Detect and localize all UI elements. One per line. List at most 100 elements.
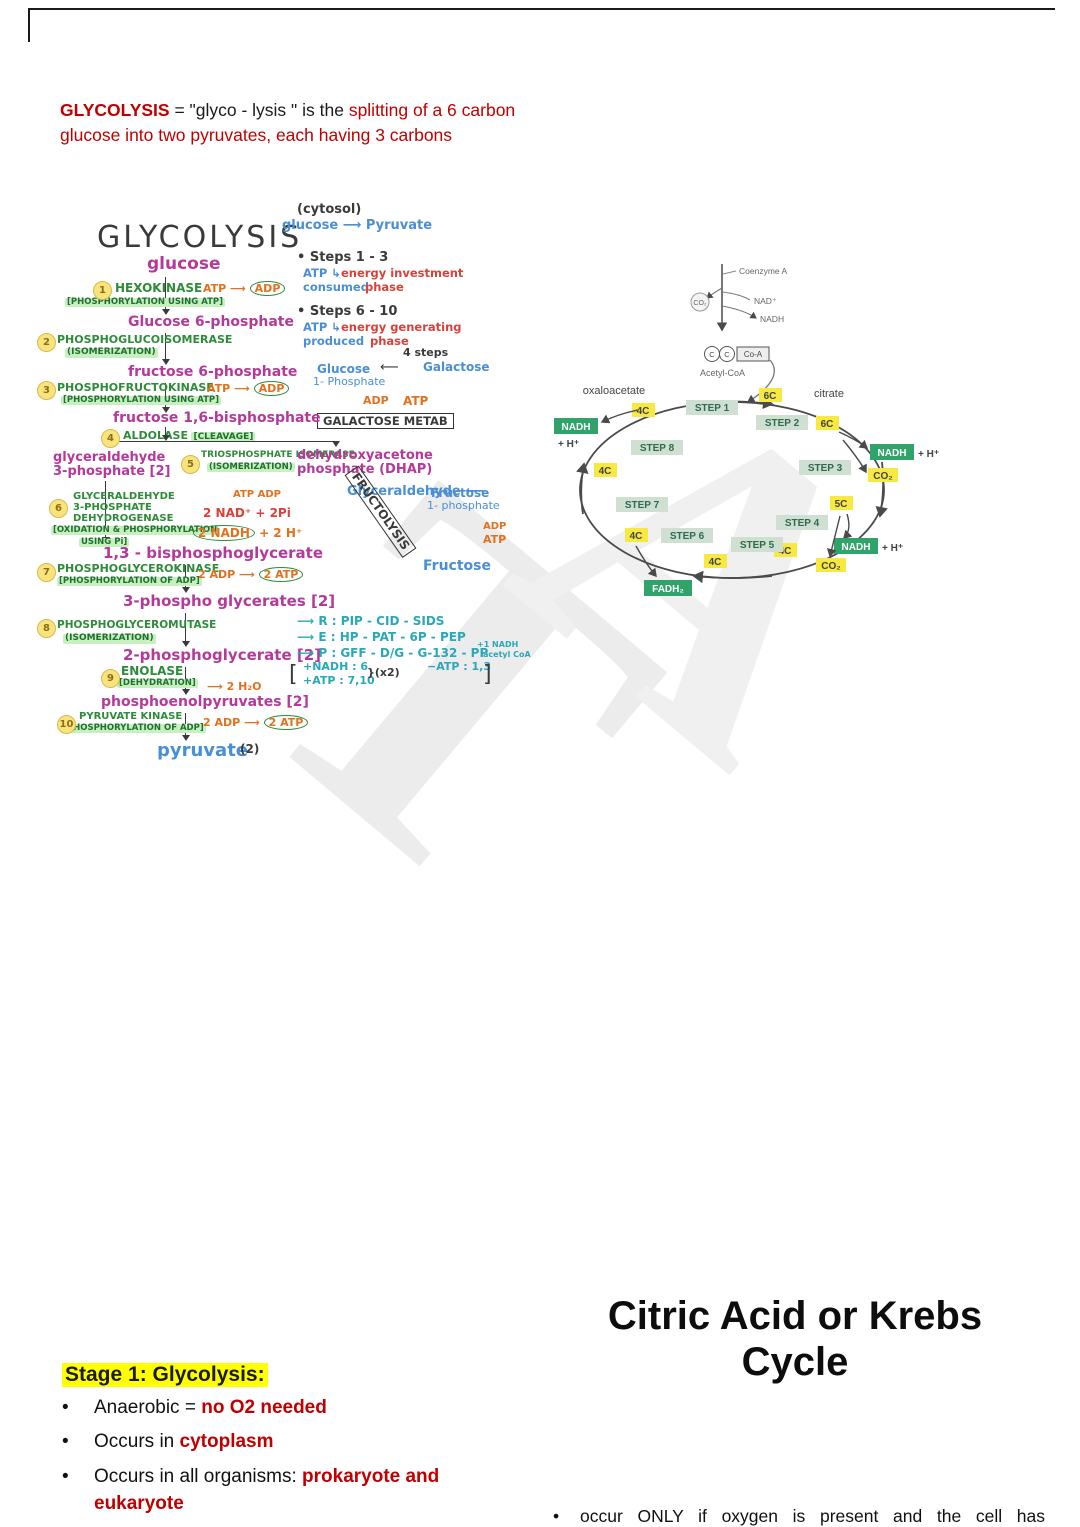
enzyme-phosphoglucoisomerase: PHOSPHOGLUCOISOMERASE [57,332,233,346]
svg-text:4C: 4C [637,406,650,417]
svg-text:6C: 6C [764,391,777,402]
mnemonic-e: ⟶ E : HP - PAT - 6P - PEP [297,629,466,644]
svg-text:STEP 5: STEP 5 [740,540,775,551]
enzyme-phosphoglycerokinase-sub: [PHOSPHORYLATION OF ADP] [57,575,202,587]
metabolite-pyruvate: pyruvate [157,739,249,761]
stage1-bullet-2: •Occurs in cytoplasm [62,1431,274,1453]
page-title: Citric Acid or Krebs Cycle [607,1294,983,1385]
stage1-heading: Stage 1: Glycolysis: [62,1362,268,1387]
enzyme-g3p-dehydrogenase: GLYCERALDEHYDE [73,490,175,502]
enzyme-g3p-dehydrogenase-l2: 3-PHOSPHATE [73,501,152,513]
flow-line [331,440,340,447]
enzyme-triosphosphate-isomerase: TRIOSPHOSPHATE ISOMERASE [201,449,355,460]
tally-close: ] [483,661,492,687]
step-number-8: 8 [37,618,56,638]
metabolite-pep: phosphoenolpyruvates [2] [101,693,309,710]
metabolite-dhap: dehydroxyacetone [297,447,433,463]
acetyl-coa-group: C C Co-A Acetyl-CoA [700,346,775,403]
stage1-bullet-1: •Anaerobic = no O2 needed [62,1396,327,1418]
note-phase2: phase [370,333,409,348]
cofactor-2nad: 2 NAD⁺ + 2Pi [203,505,291,520]
svg-text:Co-A: Co-A [744,350,763,359]
tally-atp: +ATP : 7,10 [303,673,375,687]
enzyme-phosphoglyceromutase: PHOSPHOGLYCEROMUTASE [57,618,217,631]
step-number-7: 7 [37,562,56,582]
svg-text:6C: 6C [821,419,834,430]
flow-line [161,426,170,441]
mnemonic-r: ⟶ R : PIP - CID - SIDS [297,613,445,628]
metabolite-3pg: 3-phospho glycerates [2] [123,591,336,610]
flow-line [181,612,190,647]
pyruvate-count: (2) [240,741,260,756]
svg-text:FADH₂: FADH₂ [652,584,684,595]
svg-text:STEP 1: STEP 1 [695,403,730,414]
note-consumed: consumed [303,279,369,294]
step-number-9: 9 [101,668,120,688]
step-number-3: 3 [37,380,56,400]
label-acetyl-coa: Acetyl-CoA [700,368,745,378]
adp-atp-10: 2 ADP ⟶ 2 ATP [203,714,309,730]
glycolysis-intro: GLYCOLYSIS = "glyco - lysis " is the spl… [60,98,534,149]
metabolite-glucose: glucose [147,253,221,274]
enzyme-phosphoglyceromutase-sub: (ISOMERIZATION) [63,632,156,644]
note-cytosol: (cytosol) [297,201,362,217]
atp-adp-small: ATP ADP [233,488,281,500]
enzyme-hexokinase: HEXOKINASE [115,280,203,295]
water-out: ⟶ 2 H₂O [207,679,262,693]
stage1-bullet-3: •Occurs in all organisms: prokaryote and… [62,1465,440,1515]
atp-arrow: ATP ⟶ [203,281,246,295]
enzyme-enolase: ENOLASE [121,663,184,678]
note-atp3: ATP [403,393,429,408]
note-glucose-1p: Glucose [317,361,371,376]
enzyme-g3p-dehydrogenase-l3: DEHYDROGENASE [73,512,174,524]
intro-mid: = "glyco - lysis " is the [169,100,349,120]
adp-oval: ADP [249,280,286,296]
label-nadh-top: NADH [760,314,784,324]
left-arrow: ⟵ [380,359,399,375]
hand-title: GLYCOLYSIS [97,219,303,255]
note-atp2: ATP ↳ [303,319,341,334]
svg-text:STEP 4: STEP 4 [785,518,820,529]
svg-text:CO₂: CO₂ [821,561,840,572]
svg-text:4C: 4C [709,557,722,568]
metabolite-13bpg: 1,3 - bisphosphoglycerate [103,543,324,562]
step-boxes: STEP 1 STEP 2 STEP 3 STEP 4 STEP 5 STEP … [616,400,851,552]
svg-text:NADH: NADH [878,448,907,459]
enzyme-phosphoglycerokinase: PHOSPHOGLYCEROKINASE [57,561,220,575]
enzyme-phosphoglucoisomerase-sub: (ISOMERIZATION) [65,346,158,358]
metabolite-dhap-line2: phosphate (DHAP) [297,461,433,477]
adp-atp-7: 2 ADP ⟶ 2 ATP [198,566,304,582]
svg-text:4C: 4C [630,531,643,542]
enzyme-hexokinase-sub: [PHOSPHORYLATION USING ATP] [65,296,226,308]
enzyme-g3p-dehydrogenase-sub: [OXIDATION & PHOSPHORYLATION [51,524,220,536]
svg-text:4C: 4C [599,466,612,477]
note-glucose-1p-line2: 1- Phosphate [313,374,386,388]
metabolite-f16bp: fructose 1,6-bisphosphate [113,409,321,426]
enzyme-aldolase: ALDOLASE [CLEAVAGE] [123,428,256,442]
metabolite-g3p-line2: 3-phosphate [2] [53,463,171,479]
svg-text:STEP 8: STEP 8 [640,443,675,454]
flow-line [161,332,170,365]
note-fructose: Fructose [423,557,491,574]
bullet-oxygen: •occur ONLY if oxygen is present and the… [553,1506,1045,1527]
krebs-cycle-diagram: Coenzyme A NAD⁺ NADH CO₂ C C Co-A Acetyl… [554,264,939,596]
note-energy-generating: energy generating [341,319,462,334]
metabolite-g6p: Glucose 6-phosphate [128,313,294,330]
cycle-outputs: NADH + H⁺ CO₂ NADH + H⁺ CO₂ FADH₂ NADH +… [554,409,939,596]
svg-text:+ H⁺: + H⁺ [558,439,579,450]
tally-nadh: +NADH : 6 [303,659,368,673]
svg-text:NADH: NADH [842,542,871,553]
step-number-1: 1 [93,280,112,300]
metabolite-2pg: 2-phosphoglycerate [2] [123,645,321,664]
svg-text:5C: 5C [835,499,848,510]
label-nad-top: NAD⁺ [754,296,777,306]
atp-adp-1: ATP ⟶ ADP [203,280,286,296]
svg-text:+ H⁺: + H⁺ [882,543,903,554]
stage1-section: Stage 1: Glycolysis: •Anaerobic = no O2 … [62,1362,534,1527]
note-energy-investment: energy investment [341,265,464,280]
enzyme-triosphosphate-isomerase-sub: (ISOMERIZATION) [207,461,295,473]
note-steps-6-10: • Steps 6 - 10 [297,303,398,319]
split-line [105,440,335,442]
svg-text:+ H⁺: + H⁺ [918,449,939,460]
